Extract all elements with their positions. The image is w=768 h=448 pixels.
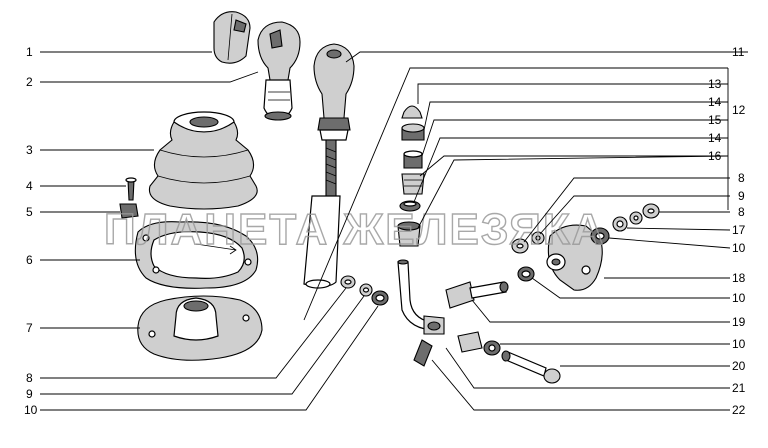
callout-22: 22: [732, 403, 746, 417]
callout-20: 20: [732, 359, 746, 373]
callout-11: 11: [732, 45, 745, 59]
part-lower-cup: [397, 221, 421, 247]
part-9-washer-left: [359, 283, 373, 297]
part-22-sleeve: [423, 315, 445, 335]
part-1-knob-cover: [213, 11, 251, 64]
part-2-gear-knob: [257, 21, 301, 121]
part-6-frame: [134, 221, 259, 289]
part-9-washer-right: [531, 231, 545, 245]
part-4-screw: [125, 177, 137, 201]
callout-1: 1: [26, 45, 33, 59]
part-15-spring-seat: [403, 150, 423, 169]
leader-lines: [40, 51, 748, 411]
callout-3: 3: [26, 143, 33, 157]
part-10-bushing-left: [371, 290, 389, 306]
callout-21: 21: [732, 381, 746, 395]
callout-13: 13: [708, 77, 722, 91]
callout-16: 16: [708, 149, 722, 163]
part-8-nut-left: [340, 275, 356, 289]
callout-17: 17: [732, 223, 746, 237]
watermark: ПЛАНЕТА ЖЕЛЕЗЯКА: [104, 205, 606, 254]
callout-8-right-top: 8: [738, 171, 745, 185]
part-7-seal-plate: [137, 295, 263, 361]
callout-14-lower: 14: [708, 131, 722, 145]
part-18-lever-housing: [546, 224, 603, 291]
part-shift-lever: [303, 139, 341, 289]
callout-19: 19: [732, 315, 746, 329]
callout-18: 18: [732, 271, 746, 285]
part-10-bushing-mid: [517, 266, 535, 282]
part-8-nut-far: [642, 203, 660, 219]
part-5-clip: [119, 203, 139, 219]
part-3-boot: [148, 111, 258, 210]
callout-15: 15: [708, 113, 722, 127]
part-8-nut-right-top: [511, 238, 529, 254]
callout-9-left: 9: [26, 387, 33, 401]
part-9-washer-far: [629, 211, 643, 225]
callout-7: 7: [26, 321, 33, 335]
callout-5: 5: [26, 205, 33, 219]
part-11-shift-knob: [313, 43, 355, 141]
callout-10-right: 10: [732, 241, 746, 255]
part-10-bushing-lower: [457, 331, 501, 356]
part-21-selector-rod: [397, 259, 438, 367]
callout-labels: 1 2 3 4 5 6 7 8 9 10 11 12 13 14 15 14 1…: [24, 45, 746, 417]
callout-10-mid: 10: [732, 291, 746, 305]
callout-2: 2: [26, 75, 33, 89]
part-10-bushing-right: [590, 227, 610, 245]
part-16-bushing: [401, 173, 425, 195]
part-14-ring-lower: [399, 200, 421, 212]
callout-10-left: 10: [24, 403, 38, 417]
callout-12: 12: [732, 103, 746, 117]
callout-8-left: 8: [26, 371, 33, 385]
callout-8-right: 8: [738, 205, 745, 219]
callout-10-lower: 10: [732, 337, 746, 351]
part-13-cap: [401, 105, 423, 119]
part-19-bracket: [445, 281, 509, 309]
part-20-pin: [501, 350, 561, 384]
callout-4: 4: [26, 179, 33, 193]
callout-9-right: 9: [738, 189, 745, 203]
callout-14-upper: 14: [708, 95, 722, 109]
part-14-ring-upper: [401, 123, 425, 141]
part-17-washer: [612, 216, 628, 232]
callout-6: 6: [26, 253, 33, 267]
